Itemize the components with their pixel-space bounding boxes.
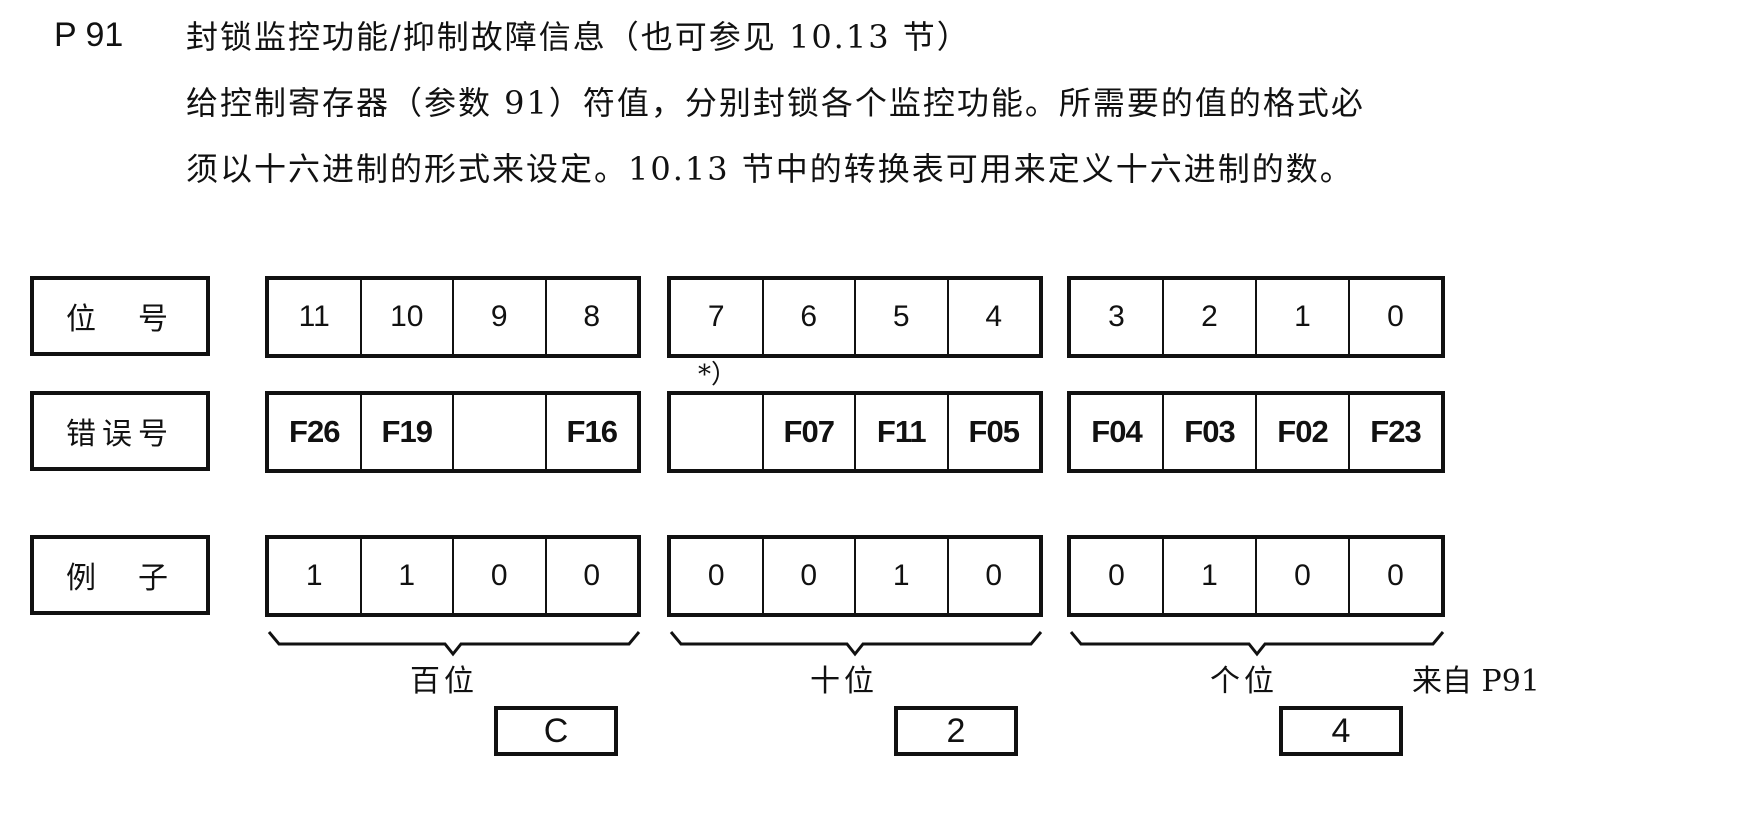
brace-hundreds (265, 628, 641, 664)
brace-units (1067, 628, 1445, 664)
example-bit-cell: 0 (1108, 559, 1125, 592)
example-bit-cell: 0 (761, 539, 855, 613)
bit-cell: 5 (854, 280, 947, 354)
bit-number-group-units: 3 2 1 0 (1067, 276, 1445, 358)
example-bit-cell: 1 (854, 539, 947, 613)
error-cell: F07 (761, 395, 855, 469)
example-bit-cell: 0 (707, 559, 725, 592)
bit-number-group-hundreds: 11 10 9 8 (265, 276, 641, 358)
example-bit-cell: 0 (946, 539, 1040, 613)
example-bit-cell: 0 (452, 539, 545, 613)
brace-tens (667, 628, 1043, 664)
row-label-bit-number: 位 号 (30, 276, 210, 356)
error-cell (452, 395, 545, 469)
bit-cell: 2 (1162, 280, 1255, 354)
description-line-1: 给控制寄存器（参数 91）符值，分别封锁各个监控功能。所需要的值的格式必 (186, 84, 1365, 122)
error-cell: F04 (1091, 414, 1142, 449)
digit-label-units: 个位 (1210, 664, 1278, 699)
digit-label-hundreds: 百位 (410, 664, 478, 699)
bit-cell: 0 (1348, 280, 1441, 354)
bit-cell: 4 (946, 280, 1040, 354)
bit-cell: 6 (761, 280, 855, 354)
hex-digit-tens: 2 (894, 706, 1018, 756)
error-cell: F16 (544, 395, 638, 469)
bit-cell: 10 (359, 280, 453, 354)
footnote-marker: *） (698, 360, 738, 390)
error-cell: F23 (1348, 395, 1441, 469)
example-bit-cell: 1 (305, 559, 323, 592)
example-group-hundreds: 1 1 0 0 (265, 535, 641, 617)
error-cell: F26 (289, 414, 340, 449)
error-cell: F03 (1162, 395, 1255, 469)
source-label: 来自 P91 (1412, 664, 1540, 699)
error-number-group-tens: F07 F11 F05 (667, 391, 1043, 473)
digit-label-tens: 十位 (810, 664, 878, 699)
parameter-title: 封锁监控功能/抑制故障信息（也可参见 10.13 节） (186, 18, 971, 56)
error-number-group-units: F04 F03 F02 F23 (1067, 391, 1445, 473)
error-number-group-hundreds: F26 F19 F16 (265, 391, 641, 473)
error-cell: F19 (359, 395, 453, 469)
hex-digit-units: 4 (1279, 706, 1403, 756)
example-bit-cell: 0 (1348, 539, 1441, 613)
error-cell: F05 (946, 395, 1040, 469)
bit-cell: 3 (1108, 300, 1125, 333)
parameter-id: P 91 (54, 16, 124, 54)
row-label-example: 例 子 (30, 535, 210, 615)
bit-cell: 11 (298, 300, 330, 333)
example-bit-cell: 0 (1255, 539, 1348, 613)
example-group-tens: 0 0 1 0 (667, 535, 1043, 617)
example-bit-cell: 0 (544, 539, 638, 613)
error-cell (671, 395, 762, 469)
hex-digit-hundreds: C (494, 706, 618, 756)
error-cell: F11 (854, 395, 947, 469)
example-group-units: 0 1 0 0 (1067, 535, 1445, 617)
error-cell: F02 (1255, 395, 1348, 469)
bit-cell: 1 (1255, 280, 1348, 354)
row-label-error-number: 错误号 (30, 391, 210, 471)
bit-cell: 7 (707, 300, 725, 333)
bit-cell: 9 (452, 280, 545, 354)
description-line-2: 须以十六进制的形式来设定。10.13 节中的转换表可用来定义十六进制的数。 (186, 150, 1354, 188)
bit-cell: 8 (544, 280, 638, 354)
bit-number-group-tens: 7 6 5 4 (667, 276, 1043, 358)
example-bit-cell: 1 (1162, 539, 1255, 613)
example-bit-cell: 1 (359, 539, 453, 613)
